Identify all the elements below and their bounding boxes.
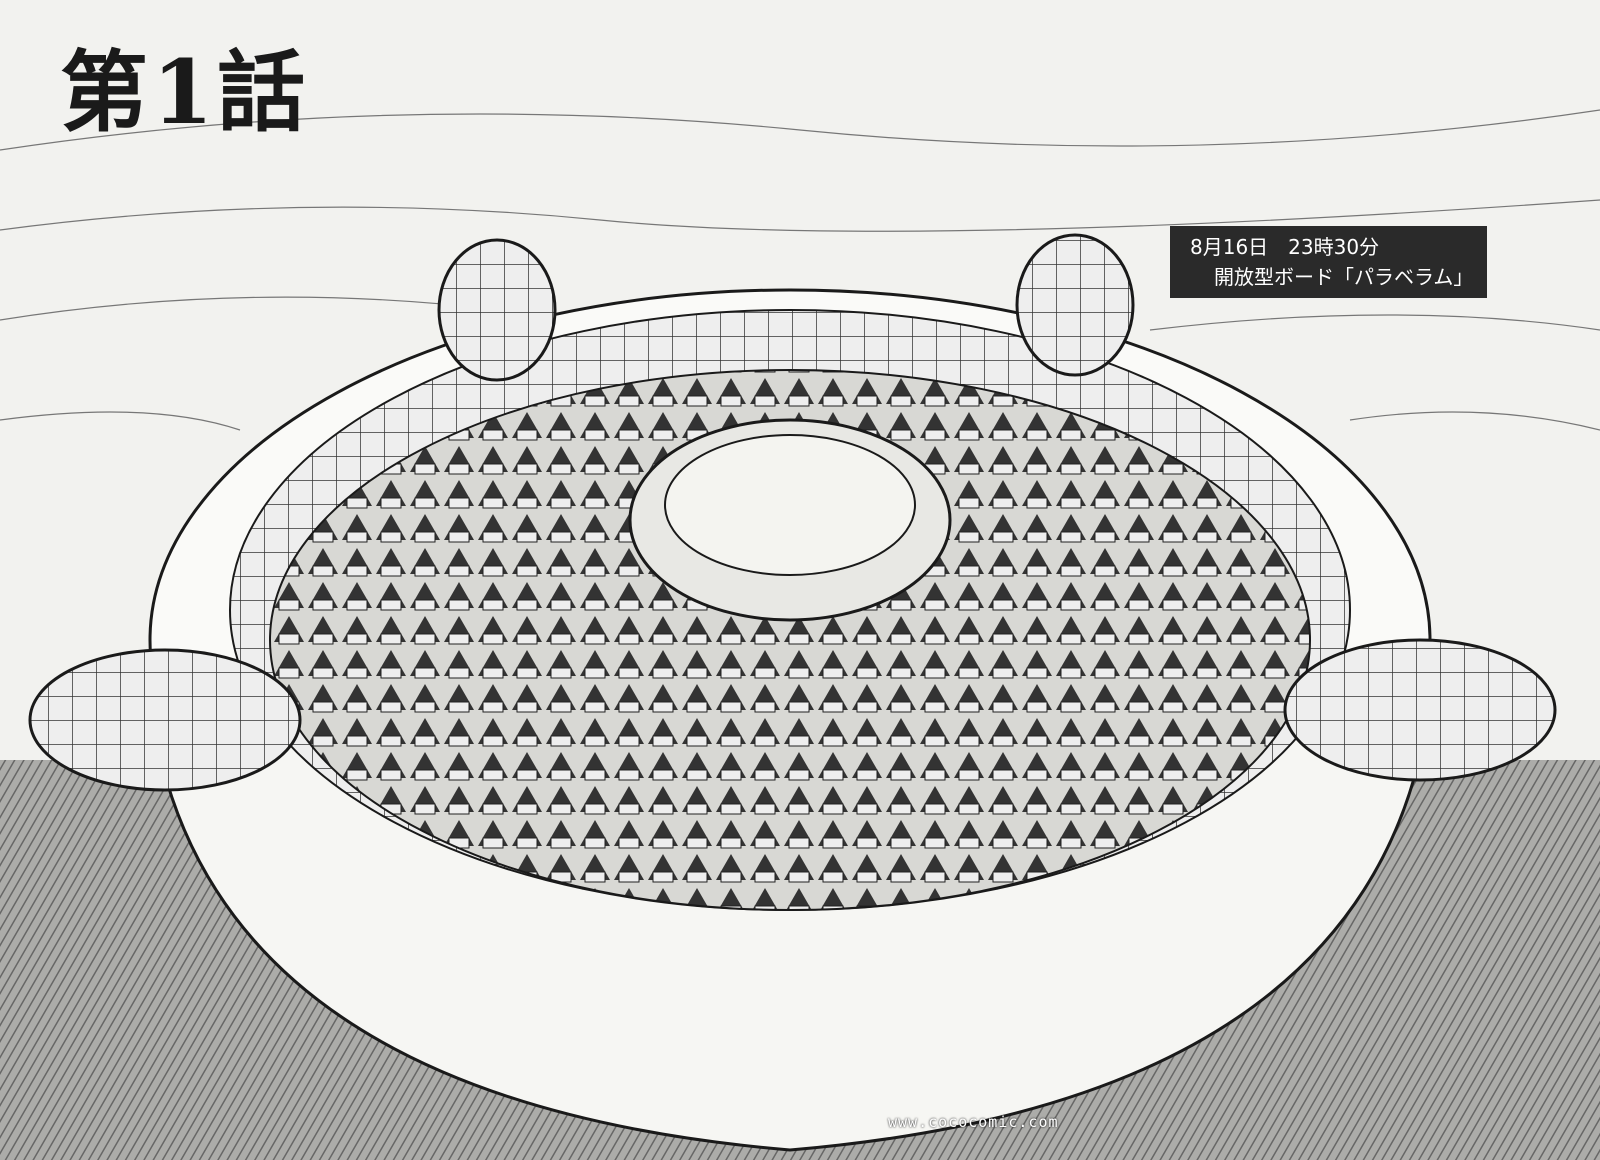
tower-pods [28, 233, 1557, 792]
chapter-title: 第1話 [60, 40, 310, 144]
caption-location: 開放型ボード「パラベラム」 [1214, 265, 1474, 289]
arena-floor [664, 434, 916, 576]
watermark: www.cococomic.com [888, 1113, 1059, 1131]
caption-date-time: 8月16日 23時30分 [1190, 235, 1380, 259]
town-houses [269, 369, 1311, 911]
landscape [0, 109, 1600, 431]
caption-box: 8月16日 23時30分 開放型ボード「パラベラム」 [1170, 226, 1488, 298]
